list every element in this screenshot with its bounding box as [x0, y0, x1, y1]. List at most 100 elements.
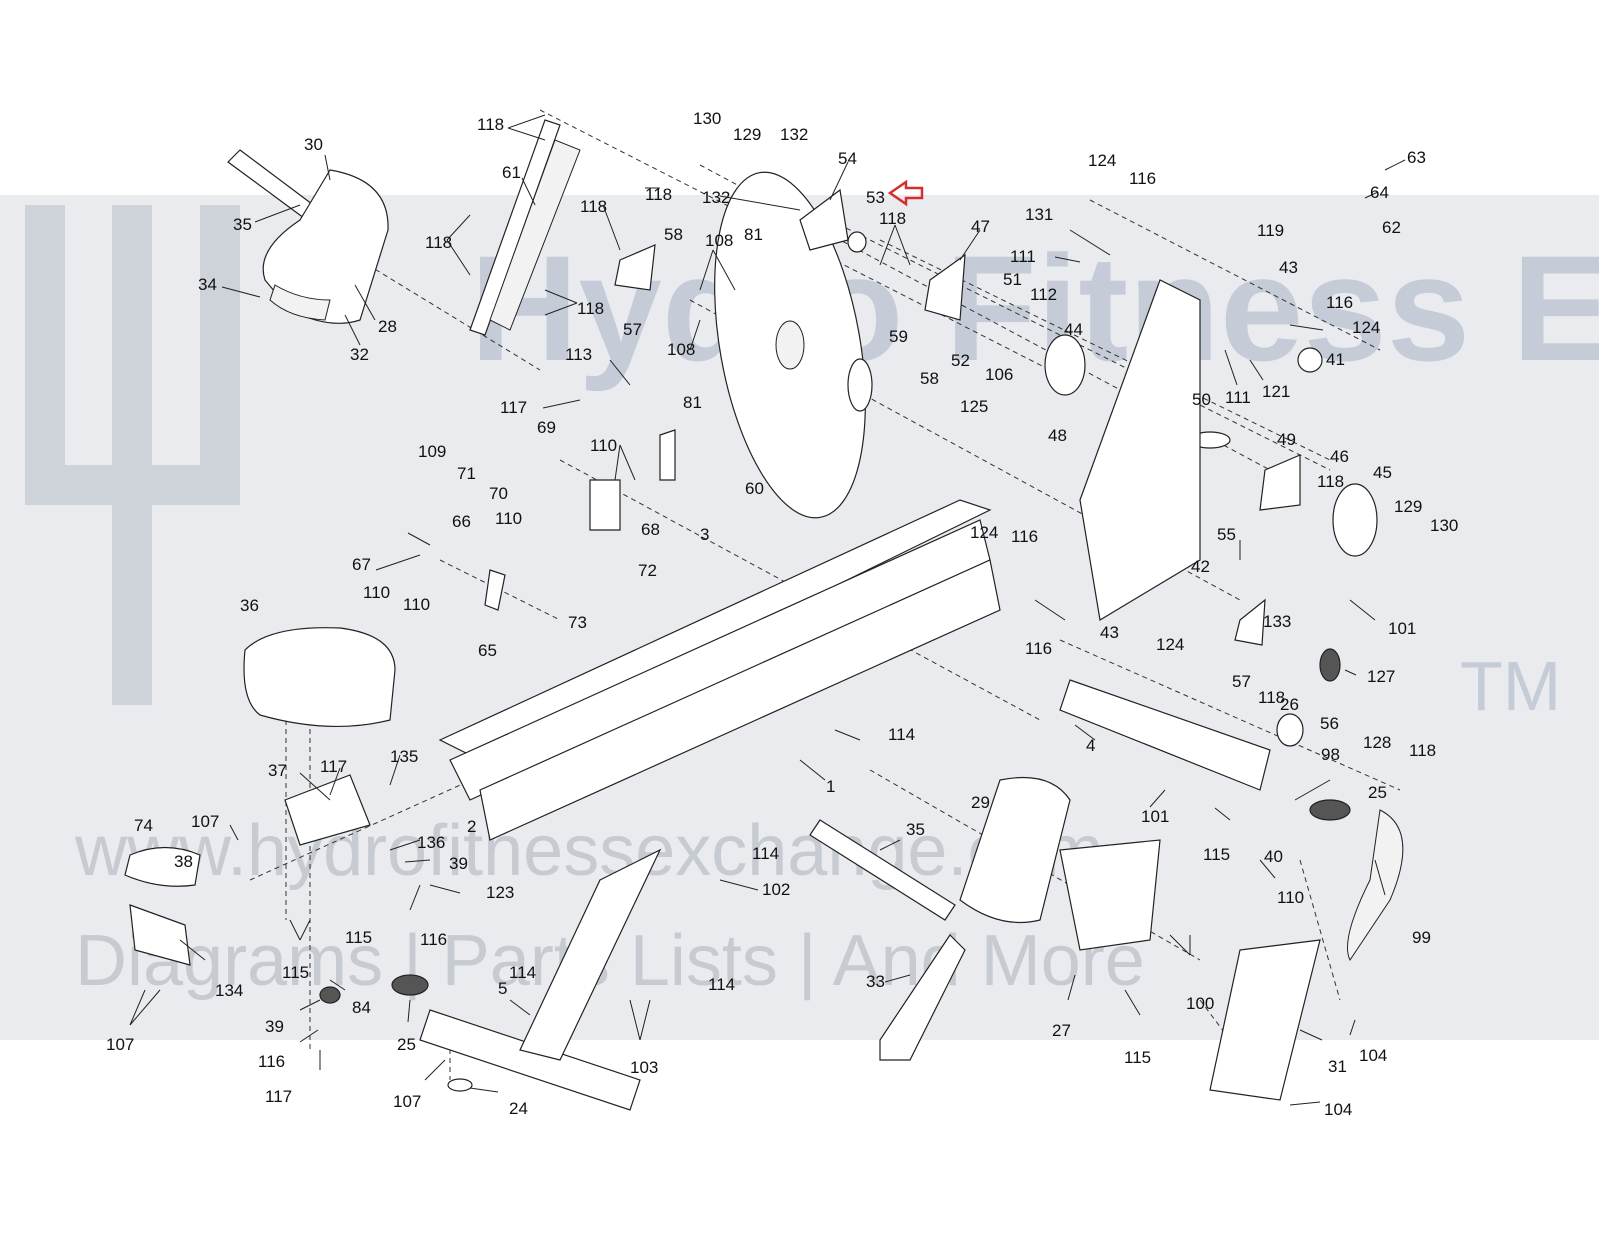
callout-50: 50: [1192, 390, 1211, 409]
part-handle-assembly: [227, 149, 389, 324]
callout-81-b: 81: [683, 393, 702, 412]
callout-73: 73: [568, 613, 587, 632]
callout-69: 69: [537, 418, 556, 437]
callout-118-h: 118: [1258, 688, 1285, 707]
monitor-29: [959, 776, 1071, 924]
track-rail-61-side: [489, 139, 581, 331]
seat-bracket-134: [129, 904, 191, 966]
callout-114-d: 114: [708, 975, 735, 994]
callout-101-right: 101: [1388, 619, 1416, 638]
wheel-25: [391, 974, 429, 996]
callout-65: 65: [478, 641, 497, 660]
callout-30: 30: [304, 135, 323, 154]
callout-118-top: 118: [477, 115, 504, 134]
sensor-72: [589, 479, 621, 531]
callout-2: 2: [467, 817, 476, 836]
callout-42: 42: [1191, 557, 1210, 576]
callout-111-b: 111: [1225, 388, 1251, 407]
callout-118-c: 118: [425, 233, 452, 252]
callout-114-b: 114: [752, 844, 779, 863]
callout-130-top: 130: [693, 109, 721, 128]
callout-46: 46: [1330, 447, 1349, 466]
callout-116-right: 116: [1326, 293, 1353, 312]
handle-cover-30: [262, 169, 389, 324]
watermark-trademark: TM: [1460, 647, 1561, 725]
callout-103: 103: [630, 1058, 658, 1077]
callout-124-top: 124: [1088, 151, 1116, 170]
callout-43-top: 43: [1279, 258, 1298, 277]
callout-81-top: 81: [744, 225, 763, 244]
callout-136: 136: [417, 833, 445, 852]
callout-135: 135: [390, 747, 418, 766]
callout-116-bottom: 116: [258, 1052, 285, 1071]
callout-53: 53: [866, 188, 885, 207]
callout-40: 40: [1264, 847, 1283, 866]
callout-132-top: 132: [780, 125, 808, 144]
callout-25-right: 25: [1368, 783, 1387, 802]
foot-5: [419, 1009, 641, 1111]
part-flywheel-60: [714, 171, 873, 519]
callout-115-b: 115: [345, 928, 372, 947]
callout-68: 68: [641, 520, 660, 539]
callout-107-bottom: 107: [393, 1092, 421, 1111]
callout-39-low: 39: [265, 1017, 284, 1036]
callout-51: 51: [1003, 270, 1022, 289]
callout-66: 66: [452, 512, 471, 531]
callout-24: 24: [509, 1099, 528, 1118]
plate-47: [924, 253, 966, 321]
seat-36: [243, 627, 396, 728]
callout-117-seat: 117: [320, 757, 347, 776]
callout-44: 44: [1064, 320, 1083, 339]
callout-118-b: 118: [645, 185, 672, 204]
callout-107-top: 107: [191, 812, 219, 831]
roller-25: [1309, 799, 1351, 821]
callout-124-low: 124: [1156, 635, 1184, 654]
foot-pad-24: [447, 1078, 473, 1092]
callout-71: 71: [457, 464, 476, 483]
rail-1: [479, 559, 1001, 841]
leader-lines: [129, 114, 1406, 1106]
leg-5: [519, 848, 662, 1061]
callout-117-bottom: 117: [265, 1087, 292, 1106]
callout-132-b: 132: [702, 188, 730, 207]
callout-39-mid: 39: [449, 854, 468, 873]
callout-134: 134: [215, 981, 243, 1000]
callout-116-top: 116: [1129, 169, 1156, 188]
callout-72: 72: [638, 561, 657, 580]
callout-118-d: 118: [580, 197, 607, 216]
callout-127: 127: [1367, 667, 1395, 686]
callout-109: 109: [418, 442, 446, 461]
callout-114-a: 114: [888, 725, 915, 744]
callout-56: 56: [1320, 714, 1339, 733]
watermark-logo: [25, 205, 240, 705]
callout-107-left: 107: [106, 1035, 134, 1054]
flywheel-hub: [775, 320, 805, 370]
callout-98: 98: [1321, 745, 1340, 764]
callout-119: 119: [1257, 221, 1284, 240]
roller-39: [319, 986, 341, 1004]
callout-129-top: 129: [733, 125, 761, 144]
callout-104-bottom: 104: [1324, 1100, 1352, 1119]
callout-115-a: 115: [1203, 845, 1230, 864]
callout-35-tube: 35: [906, 820, 925, 839]
callout-25-low: 25: [397, 1035, 416, 1054]
callout-38: 38: [174, 852, 193, 871]
callout-70: 70: [489, 484, 508, 503]
wheel-41: [1297, 347, 1323, 373]
track-rail-61: [469, 119, 561, 336]
handle-grip-34: [269, 284, 331, 321]
callout-36: 36: [240, 596, 259, 615]
callout-123: 123: [486, 883, 514, 902]
part-rail-61: [469, 119, 581, 336]
callout-3: 3: [700, 525, 709, 544]
tube-35: [809, 819, 956, 921]
callout-67: 67: [352, 555, 371, 574]
bracket-65: [484, 569, 506, 611]
callout-117-mid: 117: [500, 398, 527, 417]
callout-43-low: 43: [1100, 623, 1119, 642]
callout-47: 47: [971, 217, 990, 236]
callout-108-top: 108: [705, 231, 733, 250]
highlight-arrow-53: [887, 179, 924, 207]
arm-33: [879, 934, 966, 1061]
